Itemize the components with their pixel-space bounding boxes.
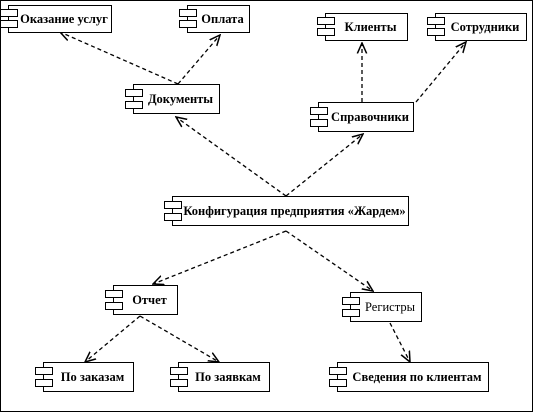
component-tab-icon: [317, 28, 335, 36]
component-po-zayavkam[interactable]: По заявкам: [170, 362, 270, 392]
component-tab-icon: [105, 302, 123, 310]
component-spravochniki[interactable]: Справочники: [310, 102, 414, 132]
component-label: По заявкам: [195, 369, 261, 384]
component-label: Документы: [147, 91, 214, 106]
component-po-zakazam[interactable]: По заказам: [35, 362, 134, 392]
dependency-arrow-dokumenty-to-oplata: [177, 35, 220, 85]
dependency-arrow-config-to-dokumenty: [176, 117, 287, 197]
component-label: Справочники: [331, 109, 409, 124]
component-tab-icon: [0, 20, 18, 28]
component-tab-icon: [35, 367, 53, 375]
component-tab-icon: [317, 17, 335, 25]
component-label: Регистры: [365, 299, 415, 314]
component-okazanie-uslug[interactable]: Оказание услуг: [0, 5, 112, 33]
component-label: Оплата: [201, 11, 244, 26]
component-tab-icon: [164, 213, 182, 221]
component-tab-icon: [170, 367, 188, 375]
dependency-arrow-otchet-to-po_zakazam: [85, 315, 141, 362]
component-tab-icon: [427, 28, 445, 36]
component-label: Сотрудники: [450, 19, 520, 34]
component-tab-icon: [310, 107, 328, 115]
dependency-arrow-spravochniki-to-sotrudniki: [415, 42, 466, 103]
component-registry[interactable]: Регистры: [342, 292, 422, 322]
component-tab-icon: [35, 379, 53, 387]
dependency-arrow-config-to-otchet: [153, 230, 287, 284]
component-tab-icon: [342, 297, 360, 305]
dependency-arrow-config-to-registry: [285, 230, 373, 291]
dependency-arrow-otchet-to-po_zayavkam: [139, 315, 219, 362]
component-label: Сведения по клиентам: [352, 369, 482, 384]
component-sotrudniki[interactable]: Сотрудники: [427, 13, 527, 41]
component-klienty[interactable]: Клиенты: [317, 13, 408, 41]
component-label: Оказание услуг: [20, 11, 108, 26]
component-label: Конфигурация предприятия «Жардем»: [183, 203, 406, 218]
component-label: По заказам: [60, 369, 125, 384]
dependency-arrow-config-to-spravochniki: [285, 134, 363, 197]
component-tab-icon: [164, 201, 182, 209]
dependency-arrow-dokumenty-to-okazanie: [60, 32, 179, 85]
component-tab-icon: [427, 17, 445, 25]
component-dokumenty[interactable]: Документы: [125, 84, 220, 114]
component-tab-icon: [0, 9, 18, 17]
component-label: Отчет: [132, 292, 167, 307]
component-konfiguraciya[interactable]: Конфигурация предприятия «Жардем»: [164, 196, 409, 226]
component-tab-icon: [170, 379, 188, 387]
component-oplata[interactable]: Оплата: [179, 5, 250, 33]
component-tab-icon: [329, 367, 347, 375]
component-tab-icon: [329, 379, 347, 387]
component-tab-icon: [342, 309, 360, 317]
component-otchet[interactable]: Отчет: [105, 285, 178, 315]
component-tab-icon: [310, 119, 328, 127]
component-tab-icon: [125, 101, 143, 109]
component-svedeniya-po-klientam[interactable]: Сведения по клиентам: [329, 362, 489, 392]
component-tab-icon: [179, 20, 197, 28]
component-label: Клиенты: [344, 19, 397, 34]
component-tab-icon: [179, 9, 197, 17]
component-tab-icon: [105, 290, 123, 298]
dependency-arrow-registry-to-svedeniya: [389, 322, 410, 362]
component-tab-icon: [125, 89, 143, 97]
